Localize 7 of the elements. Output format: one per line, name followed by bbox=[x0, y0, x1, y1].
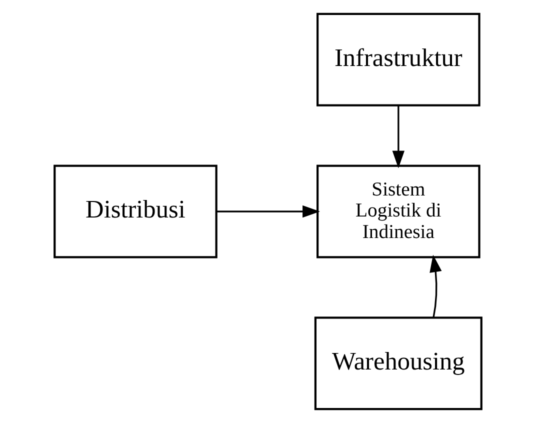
node-box: Warehousing bbox=[314, 316, 482, 410]
arrow bbox=[216, 205, 320, 218]
arrow bbox=[392, 105, 405, 168]
node-box: Sistem Logistik di Indinesia bbox=[316, 164, 480, 258]
node-box: Infrastruktur bbox=[316, 12, 480, 106]
node-box: Distribusi bbox=[54, 164, 218, 258]
arrow bbox=[430, 254, 442, 318]
